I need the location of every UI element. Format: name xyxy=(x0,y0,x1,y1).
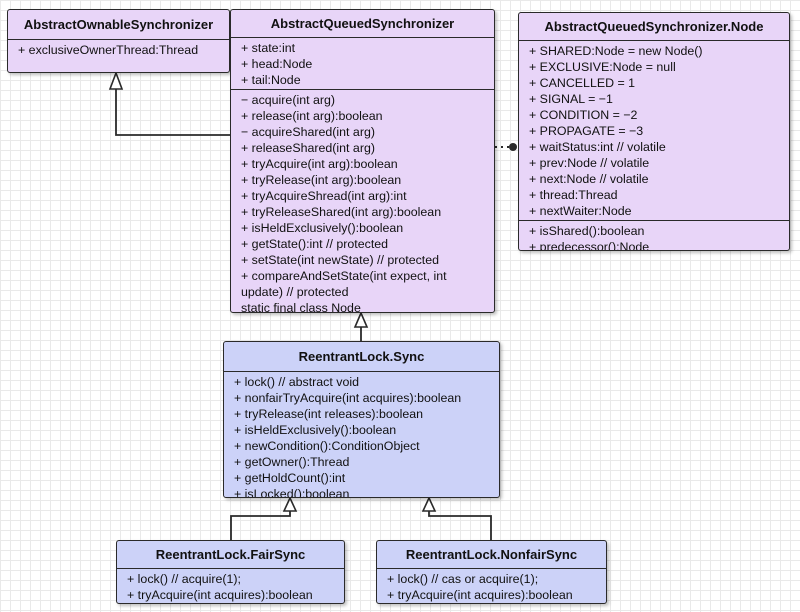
method: + compareAndSetState(int expect, int upd… xyxy=(241,269,447,299)
attribute: + nextWaiter:Node xyxy=(529,204,632,218)
attribute: + next:Node // volatile xyxy=(529,172,649,186)
attribute: + prev:Node // volatile xyxy=(529,156,650,170)
attributes-section: + exclusiveOwnerThread:Thread xyxy=(8,40,229,59)
attribute: + tail:Node xyxy=(241,73,301,87)
methods-section: + isShared():boolean + predecessor():Nod… xyxy=(519,221,789,251)
method: + getOwner():Thread xyxy=(234,455,350,469)
method: + tryRelease(int releases):boolean xyxy=(234,407,424,421)
attribute: + waitStatus:int // volatile xyxy=(529,140,666,154)
attribute: + head:Node xyxy=(241,57,313,71)
method: + setState(int newState) // protected xyxy=(241,253,440,267)
method: + tryAcquire(int acquires):boolean xyxy=(387,588,573,602)
class-name: ReentrantLock.Sync xyxy=(224,342,499,372)
method: + lock() // acquire(1); xyxy=(127,572,241,586)
method: + lock() // cas or acquire(1); xyxy=(387,572,539,586)
class-abstract-queued-synchronizer[interactable]: AbstractQueuedSynchronizer + state:int +… xyxy=(230,9,495,313)
attribute: + PROPAGATE = −3 xyxy=(529,124,644,138)
methods-section: − acquire(int arg) + release(int arg):bo… xyxy=(231,90,494,313)
generalization-fair-to-sync xyxy=(230,511,291,540)
method: + isHeldExclusively():boolean xyxy=(241,221,404,235)
generalization-arrowhead-aos xyxy=(108,70,124,90)
method: + tryAcquireShread(int arg):int xyxy=(241,189,407,203)
class-reentrantlock-fairsync[interactable]: ReentrantLock.FairSync + lock() // acqui… xyxy=(116,540,345,604)
method: + tryRelease(int arg):boolean xyxy=(241,173,402,187)
generalization-nonfair-to-sync xyxy=(428,511,492,540)
class-reentrantlock-sync[interactable]: ReentrantLock.Sync + lock() // abstract … xyxy=(223,341,500,498)
attribute: + state:int xyxy=(241,41,296,55)
generalization-aqs-to-aos xyxy=(115,89,230,136)
method: + isLocked():boolean xyxy=(234,487,350,498)
class-abstract-ownable-synchronizer[interactable]: AbstractOwnableSynchronizer + exclusiveO… xyxy=(7,9,230,73)
class-name: ReentrantLock.FairSync xyxy=(117,541,344,569)
class-name: AbstractOwnableSynchronizer xyxy=(8,10,229,40)
method: + getHoldCount():int xyxy=(234,471,346,485)
method: static final class Node xyxy=(241,301,361,313)
method: + release(int arg):boolean xyxy=(241,109,383,123)
method: + tryReleaseShared(int arg):boolean xyxy=(241,205,442,219)
method: + isShared():boolean xyxy=(529,224,645,238)
class-name: ReentrantLock.NonfairSync xyxy=(377,541,606,569)
attribute: + CANCELLED = 1 xyxy=(529,76,636,90)
method: + newCondition():ConditionObject xyxy=(234,439,420,453)
class-name: AbstractQueuedSynchronizer xyxy=(231,10,494,38)
attribute: + SIGNAL = −1 xyxy=(529,92,613,106)
attribute: + thread:Thread xyxy=(529,188,618,202)
attributes-section: + state:int + head:Node + tail:Node xyxy=(231,38,494,90)
attribute: + SHARED:Node = new Node() xyxy=(529,44,703,58)
class-aqs-node[interactable]: AbstractQueuedSynchronizer.Node + SHARED… xyxy=(518,12,790,251)
class-name: AbstractQueuedSynchronizer.Node xyxy=(519,13,789,41)
methods-section: + lock() // cas or acquire(1); + tryAcqu… xyxy=(377,569,606,603)
method: + isHeldExclusively():boolean xyxy=(234,423,397,437)
attribute: + EXCLUSIVE:Node = null xyxy=(529,60,676,74)
method: + getState():int // protected xyxy=(241,237,389,251)
methods-section: + lock() // abstract void + nonfairTryAc… xyxy=(224,372,499,498)
attribute: + CONDITION = −2 xyxy=(529,108,638,122)
method: + nonfairTryAcquire(int acquires):boolea… xyxy=(234,391,462,405)
method: + lock() // abstract void xyxy=(234,375,359,389)
attributes-section: + SHARED:Node = new Node() + EXCLUSIVE:N… xyxy=(519,41,789,221)
method: + tryAcquire(int arg):boolean xyxy=(241,157,398,171)
generalization-arrowhead-sync-left xyxy=(282,496,298,512)
method: + tryAcquire(int acquires):boolean xyxy=(127,588,313,602)
method: + predecessor():Node xyxy=(529,240,650,251)
method: − acquire(int arg) xyxy=(241,93,336,107)
methods-section: + lock() // acquire(1); + tryAcquire(int… xyxy=(117,569,344,603)
generalization-arrowhead-aqs xyxy=(353,310,369,328)
method: − acquireShared(int arg) xyxy=(241,125,375,139)
attribute: + exclusiveOwnerThread:Thread xyxy=(18,43,199,57)
method: + releaseShared(int arg) xyxy=(241,141,375,155)
association-dot xyxy=(509,143,517,151)
generalization-arrowhead-sync-right xyxy=(421,496,437,512)
class-reentrantlock-nonfairsync[interactable]: ReentrantLock.NonfairSync + lock() // ca… xyxy=(376,540,607,604)
